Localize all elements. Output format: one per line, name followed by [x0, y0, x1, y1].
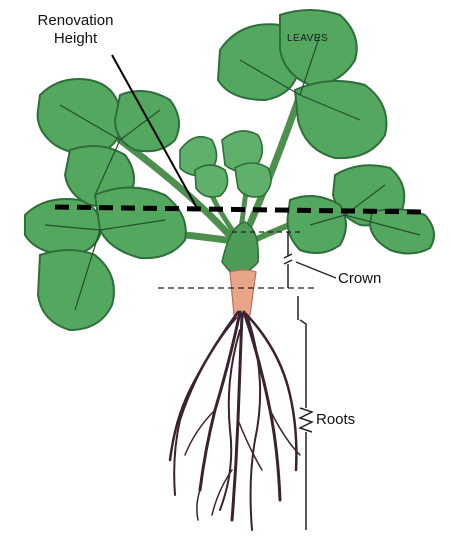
- crown-pointer: [296, 262, 336, 278]
- renovation-height-label-line2: Height: [28, 30, 123, 48]
- renovation-height-label-line1: Renovation: [28, 12, 123, 30]
- leaf-upper-left: [38, 79, 179, 206]
- crown-bracket: [284, 232, 292, 288]
- leaf-center-small: [180, 131, 271, 197]
- leaves-label: LEAVES: [287, 33, 328, 44]
- renovation-height-label: Renovation Height: [28, 12, 123, 48]
- roots: [170, 312, 300, 530]
- roots-bracket: [298, 296, 312, 530]
- roots-label: Roots: [316, 411, 355, 429]
- crown-label: Crown: [338, 270, 381, 288]
- crown: [230, 270, 256, 318]
